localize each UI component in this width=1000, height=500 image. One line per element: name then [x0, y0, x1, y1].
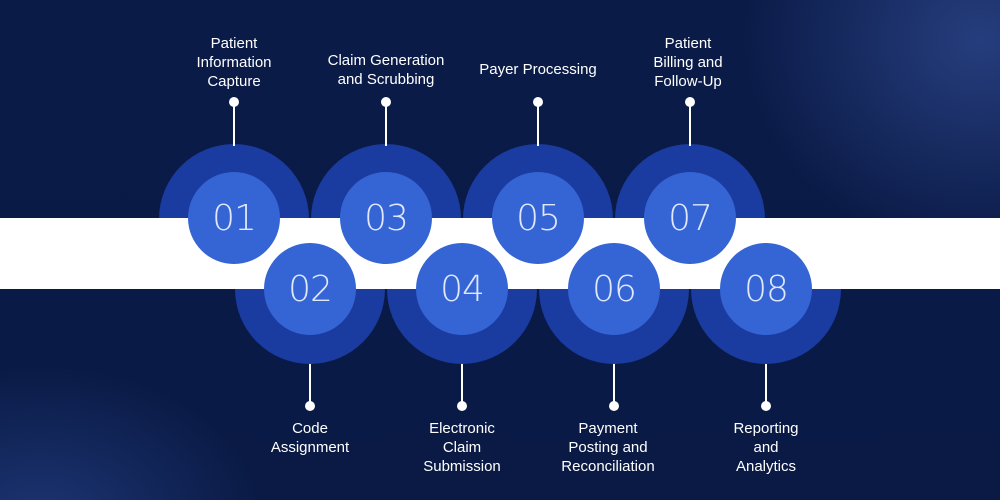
step-03-label: Claim Generation and Scrubbing — [327, 52, 445, 88]
step-07-label: Patient Billing and Follow-Up — [653, 35, 723, 90]
step-06-connector — [613, 362, 615, 406]
step-02-dot — [305, 401, 315, 411]
step-01-connector — [233, 102, 235, 146]
step-02-label: Code Assignment — [270, 420, 350, 456]
step-07-number: 07 — [644, 172, 736, 264]
step-01-dot — [229, 97, 239, 107]
step-06-label: Payment Posting and Reconciliation — [561, 420, 655, 475]
step-07-connector — [689, 102, 691, 146]
step-07-dot — [685, 97, 695, 107]
step-03-dot — [381, 97, 391, 107]
step-08-label: Reporting and Analytics — [733, 420, 799, 475]
step-08-dot — [761, 401, 771, 411]
step-03-number: 03 — [340, 172, 432, 264]
step-01-number: 01 — [188, 172, 280, 264]
step-05-label: Payer Processing — [479, 61, 597, 78]
step-04-label: Electronic Claim Submission — [423, 420, 501, 475]
step-05-dot — [533, 97, 543, 107]
step-04-connector — [461, 362, 463, 406]
step-04-number: 04 — [416, 243, 508, 335]
step-08-connector — [765, 362, 767, 406]
step-06-dot — [609, 401, 619, 411]
step-08-number: 08 — [720, 243, 812, 335]
step-05-connector — [537, 102, 539, 146]
step-02-connector — [309, 362, 311, 406]
step-01-label: Patient Information Capture — [196, 35, 272, 90]
step-03-connector — [385, 102, 387, 146]
step-05-number: 05 — [492, 172, 584, 264]
step-04-dot — [457, 401, 467, 411]
step-02-number: 02 — [264, 243, 356, 335]
step-06-number: 06 — [568, 243, 660, 335]
